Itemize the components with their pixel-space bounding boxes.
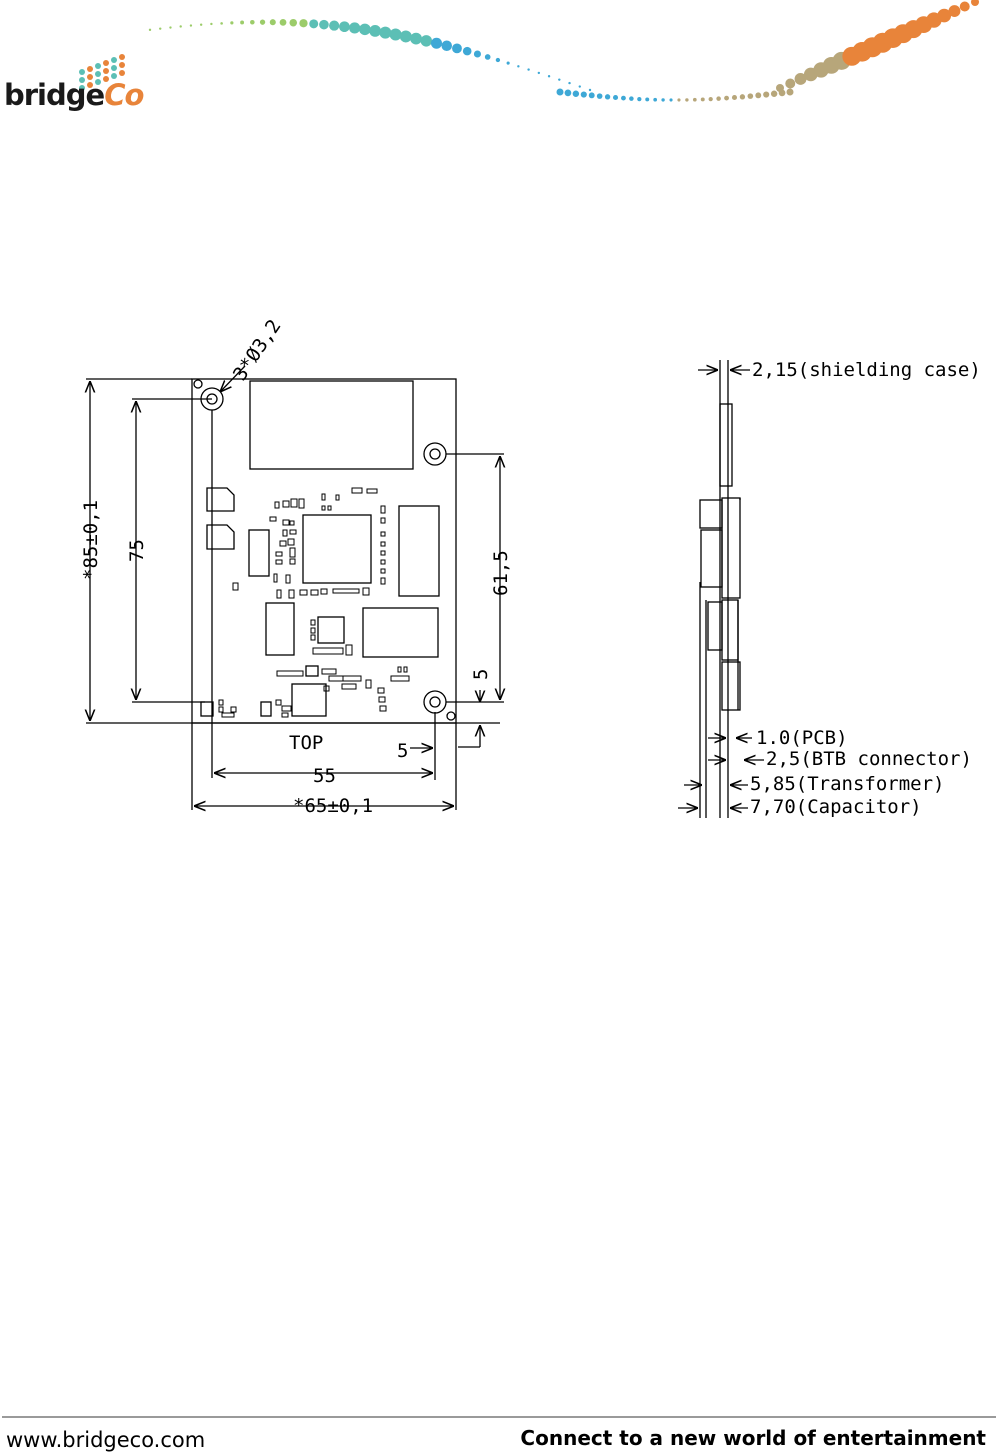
smd-component	[381, 551, 385, 555]
smd-component	[276, 700, 281, 705]
smd-component	[274, 574, 277, 582]
smd-component	[343, 676, 361, 681]
smd-component	[380, 706, 386, 711]
smd-component	[328, 506, 331, 510]
smd-component	[381, 542, 385, 546]
board-outline	[192, 379, 456, 723]
footer-website: www.bridgeco.com	[6, 1428, 205, 1452]
footer-slogan: Connect to a new world of entertainment	[520, 1426, 986, 1450]
smd-component	[288, 539, 294, 545]
dimension-width-total: *65±0,1	[293, 795, 373, 817]
footer-divider	[2, 1416, 996, 1418]
pcb-thickness: 1.0(PCB)	[756, 727, 848, 749]
smd-component	[282, 713, 288, 717]
smd-component	[311, 620, 315, 625]
smd-component	[381, 578, 385, 584]
smd-component	[282, 706, 291, 711]
smd-component	[329, 676, 343, 681]
smd-component	[321, 589, 327, 594]
smd-component	[277, 590, 281, 598]
dimension-hole-spacing-horizontal: 55	[313, 765, 336, 787]
smd-component	[313, 648, 343, 654]
smd-component	[280, 541, 286, 546]
smd-component	[381, 532, 385, 536]
dimension-hole-spacing-vertical: 75	[126, 539, 148, 562]
smd-component	[363, 588, 369, 595]
smd-component	[283, 520, 289, 525]
smd-component	[233, 583, 238, 590]
smd-component	[291, 499, 297, 507]
smd-component	[311, 590, 318, 595]
smd-component	[381, 506, 385, 513]
smd-component	[404, 667, 407, 672]
dimension-right-spacing: 61,5	[490, 550, 512, 596]
smd-component	[300, 590, 307, 595]
smd-component	[379, 697, 385, 702]
smd-component	[381, 560, 385, 564]
smd-component	[276, 560, 282, 564]
smd-component	[231, 707, 236, 712]
dimension-edge-offset-vertical: 5	[470, 669, 492, 680]
smd-component	[381, 518, 385, 523]
smd-component	[219, 707, 223, 712]
smd-component	[286, 575, 290, 583]
smd-component	[311, 635, 315, 640]
capacitor-height: 7,70(Capacitor)	[750, 796, 922, 818]
smd-component	[275, 502, 279, 508]
smd-component	[366, 680, 371, 688]
smd-component	[322, 506, 325, 510]
smd-component	[276, 552, 282, 556]
smd-component	[381, 569, 385, 573]
smd-component	[283, 530, 287, 536]
top-view-label: TOP	[289, 732, 323, 754]
smd-component	[398, 667, 401, 672]
dimension-height-total: *85±0,1	[80, 500, 102, 580]
smd-component	[290, 548, 295, 557]
main-chip	[303, 515, 371, 583]
smd-component	[277, 671, 303, 676]
smd-component	[290, 521, 294, 525]
smd-component	[322, 669, 336, 674]
smd-component	[270, 517, 276, 521]
mounting-hole-right	[424, 443, 446, 465]
smd-component	[283, 501, 289, 507]
dimension-edge-offset-horizontal: 5	[397, 740, 408, 762]
smd-component	[289, 590, 294, 598]
hole-diameter-label: 3*Ø3,2	[229, 316, 286, 385]
smd-component	[311, 628, 315, 633]
smd-component	[336, 495, 339, 500]
shielding-case-thickness: 2,15(shielding case)	[752, 359, 981, 381]
smd-component	[352, 488, 362, 493]
smd-component	[290, 530, 296, 534]
transformer-height: 5,85(Transformer)	[750, 773, 944, 795]
smd-component	[299, 499, 304, 508]
smd-component	[342, 684, 356, 689]
smd-component	[219, 700, 223, 705]
smd-component	[322, 494, 325, 500]
side-view	[678, 360, 764, 818]
smd-component	[391, 676, 409, 681]
btb-connector-height: 2,5(BTB connector)	[766, 748, 972, 770]
mounting-hole-bottom-right	[424, 691, 446, 713]
smd-component	[346, 645, 352, 655]
smd-component	[290, 559, 295, 564]
smd-component	[378, 688, 384, 693]
smd-component	[222, 713, 234, 717]
shield-component	[250, 381, 413, 469]
smd-component	[367, 489, 377, 493]
smd-component	[333, 589, 359, 593]
